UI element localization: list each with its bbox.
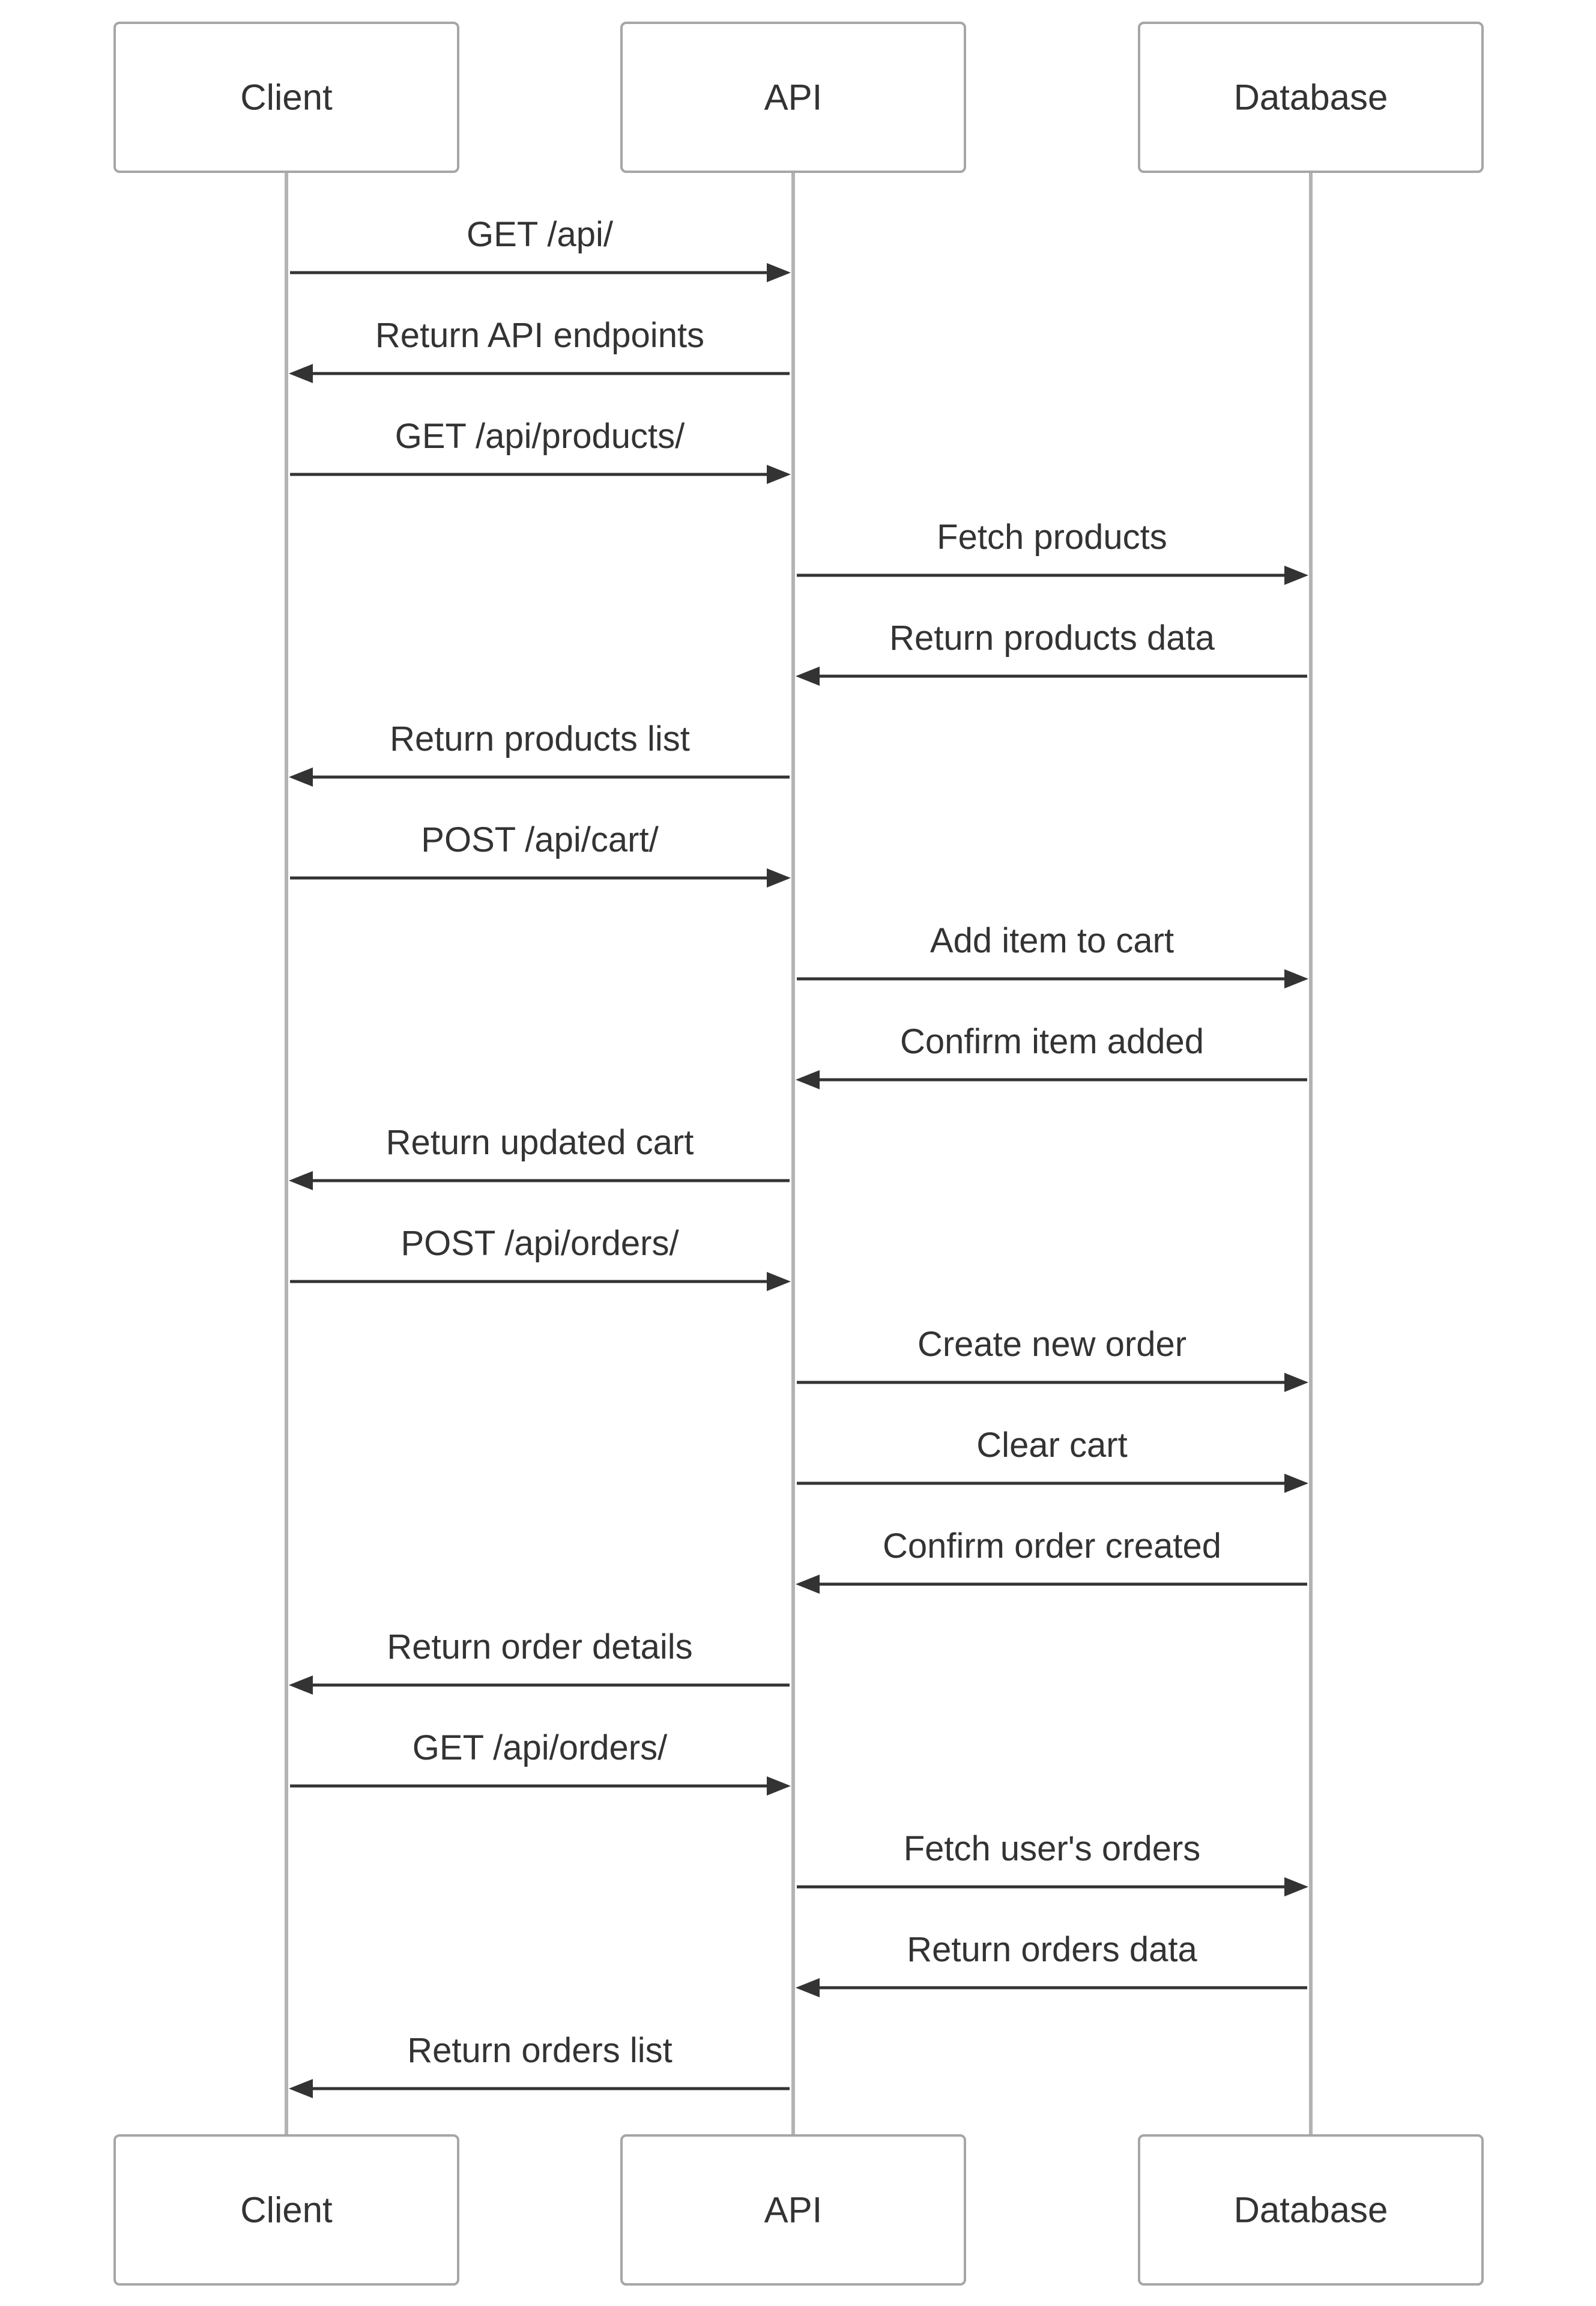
participant-box	[113, 22, 459, 173]
message-19: Return orders list	[289, 2031, 790, 2098]
arrowhead-icon	[796, 1070, 820, 1089]
participant-top-db: Database	[1138, 22, 1484, 173]
message-label: Confirm order created	[883, 1527, 1221, 1566]
message-17: Fetch user's orders	[797, 1829, 1308, 1896]
message-label: Clear cart	[976, 1426, 1127, 1465]
message-4: Fetch products	[797, 518, 1308, 585]
arrowhead-icon	[289, 1171, 313, 1190]
message-label: Return orders list	[407, 2031, 673, 2070]
message-16: GET /api/orders/	[290, 1728, 791, 1796]
arrowhead-icon	[289, 2079, 313, 2098]
arrowhead-icon	[796, 667, 820, 686]
participant-box	[1138, 22, 1484, 173]
message-8: Add item to cart	[797, 921, 1308, 988]
participant-label: API	[764, 77, 823, 118]
message-1: GET /api/	[290, 215, 791, 282]
arrowhead-icon	[796, 1575, 820, 1594]
message-label: Return products data	[889, 619, 1215, 658]
participant-bottom-db: Database	[1138, 2134, 1484, 2286]
participant-box	[113, 2134, 459, 2286]
message-label: Confirm item added	[900, 1022, 1204, 1061]
participant-box	[1138, 2134, 1484, 2286]
participant-label: Database	[1234, 2190, 1388, 2230]
message-label: Return products list	[390, 719, 690, 758]
message-label: Return updated cart	[386, 1123, 694, 1162]
arrowhead-icon	[1284, 969, 1308, 988]
participant-box	[620, 22, 966, 173]
arrowhead-icon	[1284, 566, 1308, 585]
message-2: Return API endpoints	[289, 316, 790, 383]
message-14: Confirm order created	[796, 1527, 1307, 1594]
message-label: POST /api/orders/	[401, 1224, 679, 1263]
message-label: Return orders data	[907, 1930, 1197, 1969]
message-9: Confirm item added	[796, 1022, 1307, 1089]
message-13: Clear cart	[797, 1426, 1308, 1493]
message-3: GET /api/products/	[290, 417, 791, 484]
message-18: Return orders data	[796, 1930, 1307, 1997]
message-11: POST /api/orders/	[290, 1224, 791, 1291]
participant-label: Database	[1234, 77, 1388, 118]
message-label: GET /api/orders/	[413, 1728, 668, 1767]
arrowhead-icon	[767, 1272, 791, 1291]
participant-label: API	[764, 2190, 823, 2230]
message-label: GET /api/products/	[395, 417, 685, 456]
arrowhead-icon	[289, 364, 313, 383]
message-label: Fetch products	[937, 518, 1167, 557]
arrowhead-icon	[767, 263, 791, 282]
participant-label: Client	[240, 77, 333, 118]
message-label: POST /api/cart/	[421, 820, 659, 859]
participant-top-client: Client	[113, 22, 459, 173]
participant-label: Client	[240, 2190, 333, 2230]
message-7: POST /api/cart/	[290, 820, 791, 888]
message-12: Create new order	[797, 1325, 1308, 1392]
message-6: Return products list	[289, 719, 790, 787]
arrowhead-icon	[767, 868, 791, 888]
arrowhead-icon	[767, 1776, 791, 1796]
participant-bottom-client: Client	[113, 2134, 459, 2286]
arrowhead-icon	[767, 465, 791, 484]
message-label: Fetch user's orders	[904, 1829, 1201, 1868]
participant-top-api: API	[620, 22, 966, 173]
arrowhead-icon	[1284, 1373, 1308, 1392]
message-label: Return order details	[387, 1627, 692, 1666]
message-15: Return order details	[289, 1627, 790, 1695]
arrowhead-icon	[289, 767, 313, 787]
arrowhead-icon	[289, 1675, 313, 1695]
message-5: Return products data	[796, 619, 1307, 686]
participant-bottom-api: API	[620, 2134, 966, 2286]
message-label: Create new order	[917, 1325, 1186, 1364]
message-10: Return updated cart	[289, 1123, 790, 1190]
message-label: GET /api/	[467, 215, 614, 254]
message-label: Return API endpoints	[375, 316, 704, 355]
arrowhead-icon	[1284, 1474, 1308, 1493]
message-label: Add item to cart	[930, 921, 1174, 960]
arrowhead-icon	[796, 1978, 820, 1997]
arrowhead-icon	[1284, 1877, 1308, 1896]
participant-box	[620, 2134, 966, 2286]
